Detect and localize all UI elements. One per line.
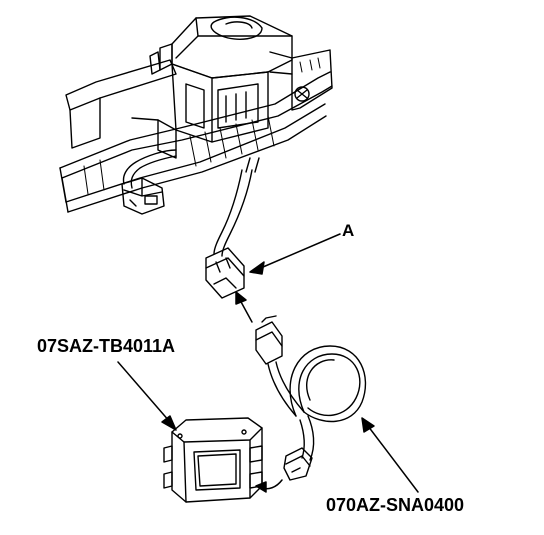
leader-a-head	[249, 261, 265, 275]
leader-tester	[117, 361, 171, 423]
leader-adapter	[367, 425, 419, 493]
srs-tester-icon	[163, 417, 263, 503]
leader-tester-head	[161, 415, 177, 431]
vehicle-harness-icon	[205, 157, 260, 299]
leader-adapter-head	[361, 417, 375, 433]
retractor-assembly-icon	[59, 15, 333, 215]
connect-arrow	[239, 299, 253, 323]
connector-a-label: A	[342, 221, 355, 240]
leader-a	[255, 233, 341, 271]
adapter-harness-icon	[255, 315, 367, 481]
plug-arrow-head	[255, 481, 267, 493]
tester-part-number-label: 07SAZ-TB4011A	[37, 336, 176, 356]
adapter-part-number-label: 070AZ-SNA0400	[326, 495, 465, 515]
connect-arrow-head	[235, 291, 247, 305]
callout-arrows	[117, 233, 419, 493]
